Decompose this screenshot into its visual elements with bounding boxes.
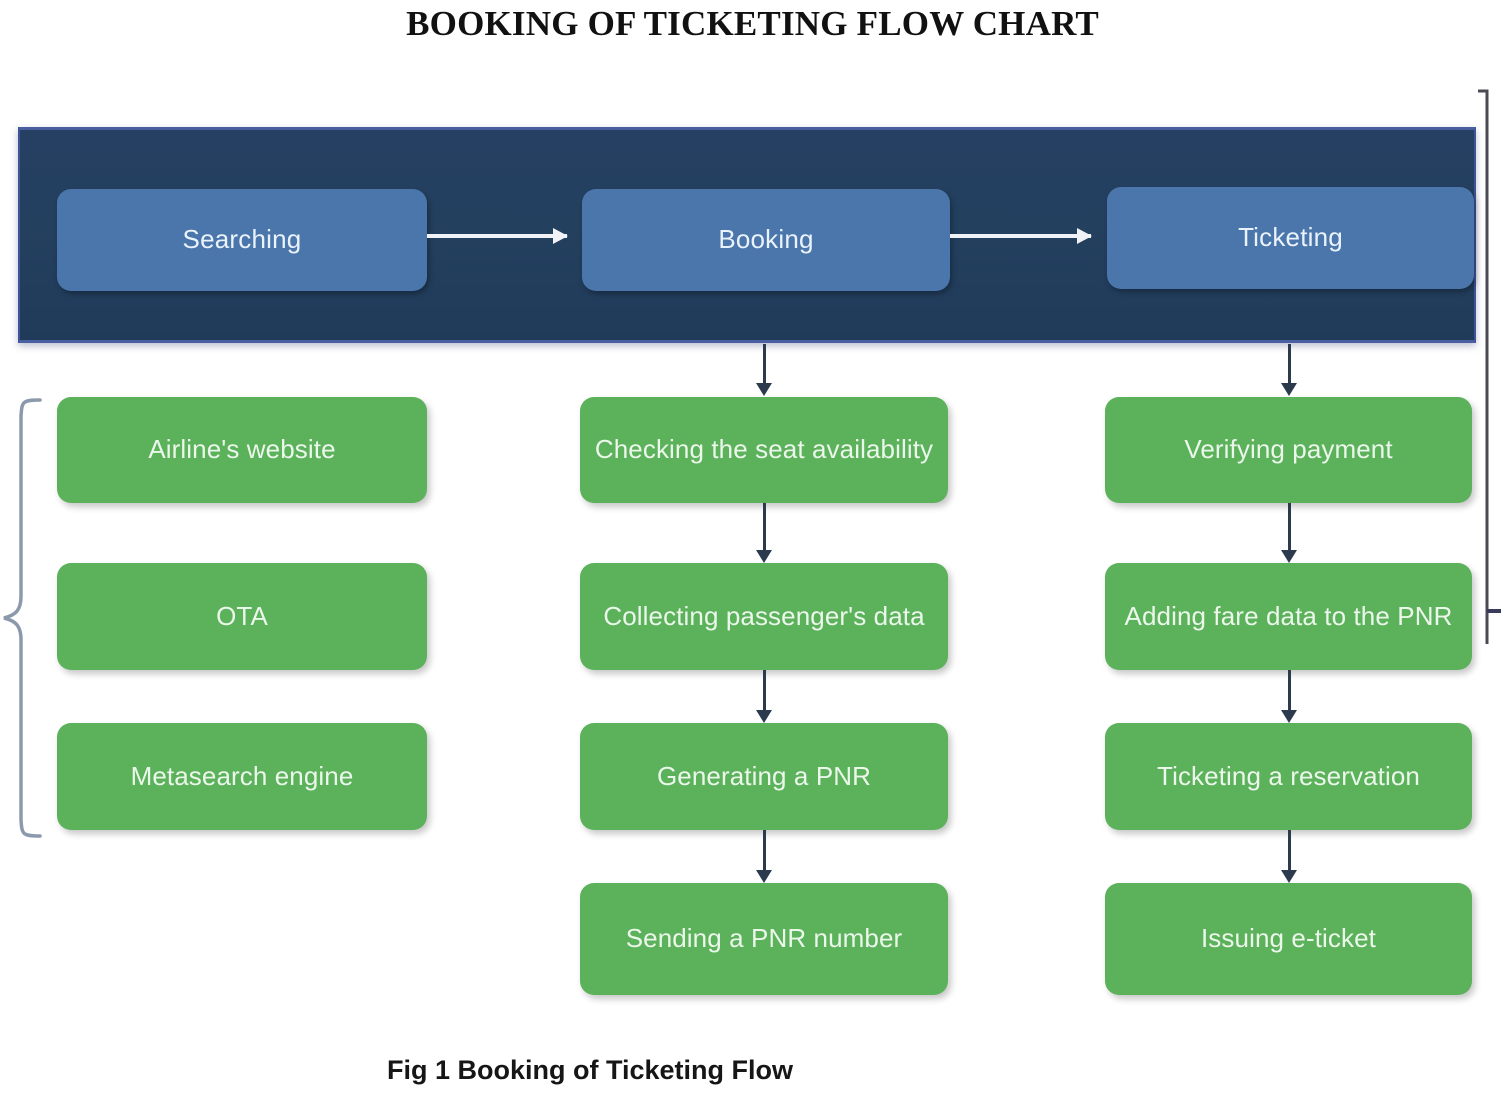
phase-box-ticketing[interactable]: Ticketing [1107, 187, 1474, 289]
page-title: BOOKING OF TICKETING FLOW CHART [406, 4, 1099, 43]
phase-banner: Searching Booking Ticketing [18, 127, 1476, 343]
phase-label: Ticketing [1238, 222, 1343, 253]
step-label: Ticketing a reservation [1157, 760, 1420, 791]
step-box-airlines-website[interactable]: Airline's website [57, 397, 427, 503]
arrow-ticketing-to-step [1281, 344, 1297, 396]
left-curly-brace-icon [3, 398, 42, 838]
arrow-ticketing-step-2-to-3 [1281, 670, 1297, 723]
step-label: Checking the seat availability [594, 434, 934, 465]
step-box-checking-seat-availability[interactable]: Checking the seat availability [580, 397, 948, 503]
step-box-issuing-e-ticket[interactable]: Issuing e-ticket [1105, 883, 1472, 995]
phase-box-booking[interactable]: Booking [582, 189, 950, 291]
step-label: Generating a PNR [656, 760, 872, 791]
step-label: Issuing e-ticket [1200, 923, 1376, 954]
step-label: Verifying payment [1184, 434, 1393, 465]
arrow-ticketing-step-3-to-4 [1281, 830, 1297, 883]
arrow-booking-step-1-to-2 [756, 503, 772, 563]
step-label: Adding fare data to the PNR [1124, 600, 1453, 631]
step-box-metasearch-engine[interactable]: Metasearch engine [57, 723, 427, 830]
step-box-sending-a-pnr-number[interactable]: Sending a PNR number [580, 883, 948, 995]
phase-box-searching[interactable]: Searching [57, 189, 427, 291]
step-box-ticketing-a-reservation[interactable]: Ticketing a reservation [1105, 723, 1472, 830]
step-label: Sending a PNR number [625, 923, 903, 954]
arrow-booking-step-3-to-4 [756, 830, 772, 883]
step-box-adding-fare-data-to-the-pnr[interactable]: Adding fare data to the PNR [1105, 563, 1472, 670]
step-box-collecting-passengers-data[interactable]: Collecting passenger's data [580, 563, 948, 670]
arrow-ticketing-step-1-to-2 [1281, 503, 1297, 563]
step-label: Metasearch engine [130, 760, 354, 791]
step-box-generating-a-pnr[interactable]: Generating a PNR [580, 723, 948, 830]
right-bracket-icon [1478, 89, 1501, 644]
step-label: OTA [216, 600, 268, 631]
figure-caption: Fig 1 Booking of Ticketing Flow [386, 1055, 793, 1085]
arrow-booking-to-ticketing [950, 228, 1092, 244]
arrow-booking-step-2-to-3 [756, 670, 772, 723]
step-box-ota[interactable]: OTA [57, 563, 427, 670]
arrow-searching-to-booking [427, 228, 568, 244]
phase-label: Booking [718, 224, 814, 255]
phase-label: Searching [182, 224, 302, 255]
step-label: Airline's website [148, 434, 336, 465]
step-label: Collecting passenger's data [603, 600, 925, 631]
step-box-verifying-payment[interactable]: Verifying payment [1105, 397, 1472, 503]
arrow-booking-to-step [756, 344, 772, 396]
